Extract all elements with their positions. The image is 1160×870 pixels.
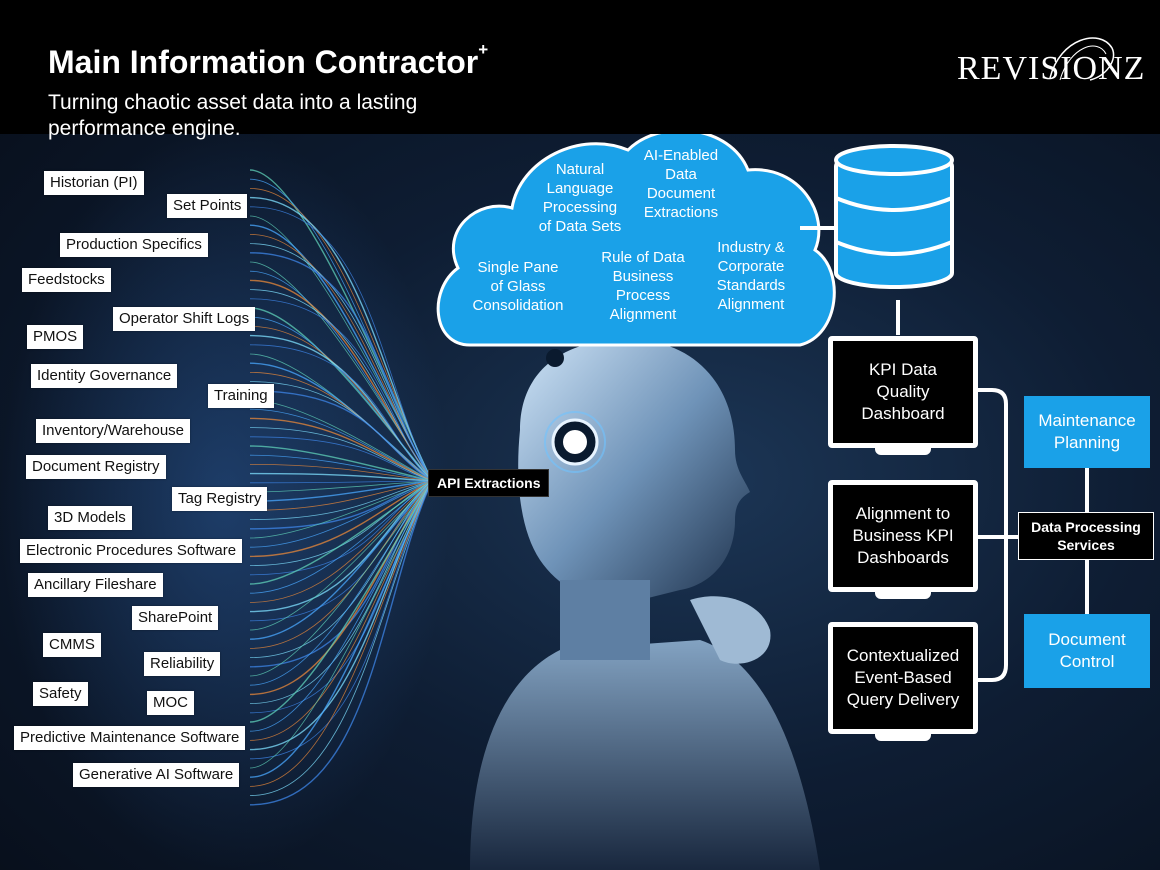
source-label: Identity Governance: [31, 364, 178, 388]
monitor-icon: [875, 448, 931, 455]
document-control-box: Document Control: [1024, 614, 1150, 688]
monitor-kpi-quality: KPI Data Quality Dashboard: [828, 336, 978, 448]
cloud-item-standards: Industry & Corporate Standards Alignment: [716, 239, 786, 313]
maintenance-planning-box: Maintenance Planning: [1024, 396, 1150, 468]
source-label: 3D Models: [48, 506, 132, 530]
logo-swoosh-icon: [1049, 37, 1115, 81]
cloud-icon: [436, 128, 836, 347]
source-label: Feedstocks: [22, 268, 111, 292]
connector-lines: [800, 226, 1089, 682]
source-label: Production Specifics: [60, 233, 208, 257]
fiber-bundle: [249, 169, 433, 806]
cloud-item-nlp: Natural Language Processing of Data Sets: [538, 161, 622, 235]
source-label: Electronic Procedures Software: [20, 539, 243, 563]
source-label: Inventory/Warehouse: [36, 419, 191, 443]
robot-head-icon: [470, 339, 820, 870]
monitor-event-query: Contextualized Event-Based Query Deliver…: [828, 622, 978, 734]
database-icon: [834, 144, 954, 289]
source-label: Operator Shift Logs: [113, 307, 256, 331]
source-label: SharePoint: [132, 606, 219, 630]
header-bar: [0, 0, 1160, 134]
page-subtitle: Turning chaotic asset data into a lastin…: [48, 91, 418, 140]
cloud-item-single-pane: Single Pane of Glass Consolidation: [472, 259, 564, 314]
source-label: Set Points: [167, 194, 248, 218]
monitor-icon: [875, 592, 931, 599]
cloud-item-rule-of-data: Rule of Data Business Process Alignment: [601, 249, 685, 323]
source-label: Predictive Maintenance Software: [14, 726, 246, 750]
source-label: PMOS: [27, 325, 84, 349]
monitor-business-kpi: Alignment to Business KPI Dashboards: [828, 480, 978, 592]
monitor-icon: [875, 734, 931, 741]
source-label: CMMS: [43, 633, 101, 657]
api-extractions-label: API Extractions: [428, 469, 550, 497]
data-processing-services-box: Data Processing Services: [1018, 512, 1154, 560]
page-title: Main Information Contractor+: [48, 40, 489, 80]
source-label: Tag Registry: [172, 487, 268, 511]
source-label: Historian (PI): [44, 171, 144, 195]
source-label: MOC: [147, 691, 194, 715]
source-label: Safety: [33, 682, 88, 706]
source-label: Ancillary Fileshare: [28, 573, 163, 597]
source-label: Document Registry: [26, 455, 166, 479]
source-label: Reliability: [144, 652, 221, 676]
source-label: Training: [208, 384, 274, 408]
cloud-item-ai-extraction: AI-Enabled Data Document Extractions: [643, 147, 719, 221]
source-label: Generative AI Software: [73, 763, 240, 787]
